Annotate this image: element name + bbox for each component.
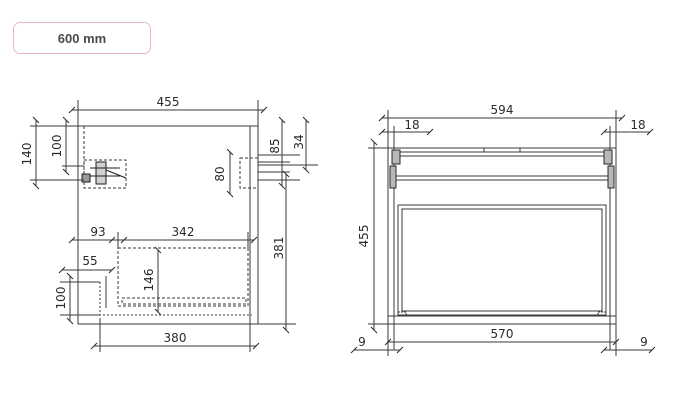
- label-100-bottom: 100: [54, 287, 68, 310]
- size-selector[interactable]: 600 mm: [13, 22, 151, 54]
- label-18-right: 18: [630, 118, 645, 132]
- label-18-left: 18: [404, 118, 419, 132]
- left-hinge-icon: [389, 149, 401, 189]
- label-594: 594: [491, 103, 514, 117]
- siphon-icon: [81, 161, 127, 185]
- label-9-left: 9: [358, 335, 366, 349]
- label-381: 381: [272, 237, 286, 260]
- label-380: 380: [164, 331, 187, 345]
- label-100-top: 100: [50, 135, 64, 158]
- right-hinge-icon: [603, 149, 615, 189]
- side-view-labels: 455 85 34 381 140 100 80 93 342 55 146 1…: [20, 95, 306, 345]
- label-55: 55: [82, 254, 97, 268]
- label-570: 570: [491, 327, 514, 341]
- label-34: 34: [292, 134, 306, 149]
- side-view: [30, 100, 318, 352]
- front-view-cabinet-outline: [387, 147, 617, 325]
- label-455-front: 455: [357, 225, 371, 248]
- label-342: 342: [172, 225, 195, 239]
- label-80: 80: [213, 166, 227, 181]
- label-85: 85: [268, 138, 282, 153]
- front-view-drawer-outline: [397, 204, 607, 316]
- side-view-drawer-outline: [117, 247, 249, 307]
- label-140: 140: [20, 143, 34, 166]
- front-view-labels: 594 18 18 455 570 9 9: [357, 103, 648, 349]
- label-455: 455: [157, 95, 180, 109]
- label-146: 146: [142, 269, 156, 292]
- pipe-outlet-outline: [239, 157, 259, 189]
- size-selector-label: 600 mm: [57, 30, 107, 46]
- label-9-right: 9: [640, 335, 648, 349]
- front-view: [350, 110, 656, 356]
- label-93: 93: [90, 225, 105, 239]
